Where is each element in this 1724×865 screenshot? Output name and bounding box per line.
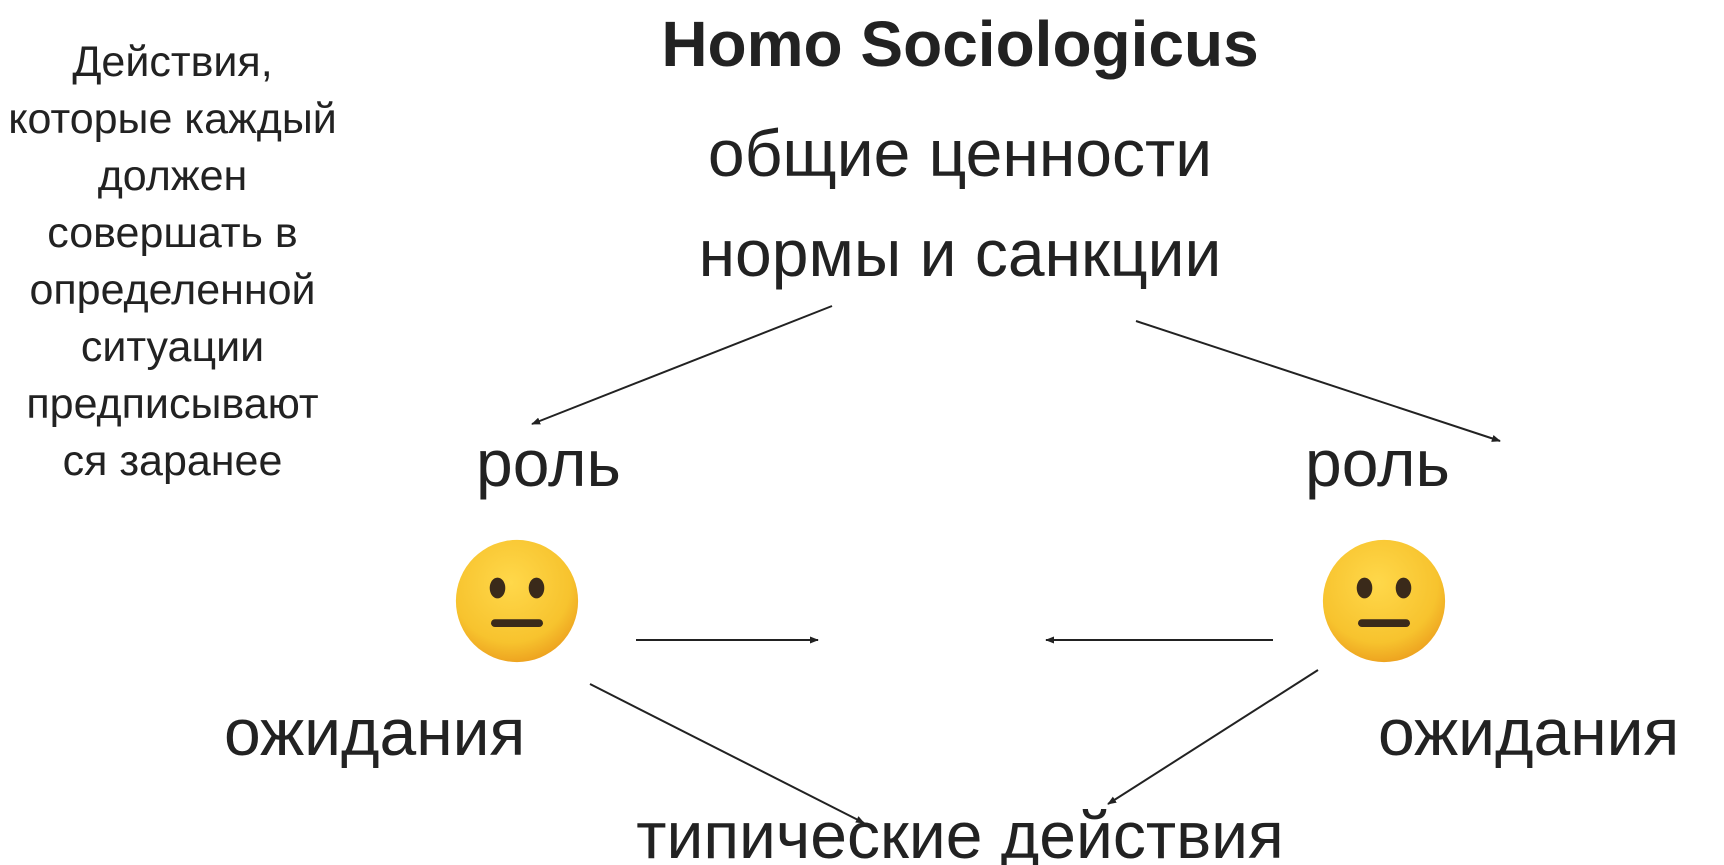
norms-and-sanctions-label: нормы и санкции <box>698 216 1222 290</box>
arrow-norms-to-left-role <box>531 305 833 425</box>
side-note-text: Действия, которые каждый должен совершат… <box>8 38 337 485</box>
typical-actions-label: типические действия <box>636 798 1284 865</box>
neutral-face-icon <box>1322 539 1446 663</box>
arrow-right-to-actions <box>1107 669 1319 805</box>
role-label-left: роль <box>476 426 621 500</box>
slide-title: Homo Sociologicus <box>661 8 1259 80</box>
role-label-right: роль <box>1305 426 1450 500</box>
shared-values-label: общие ценности <box>707 116 1213 190</box>
expectations-label-right: ожидания <box>1378 695 1680 769</box>
arrow-norms-to-right-role <box>1135 320 1501 442</box>
arrow-left-to-actions <box>589 683 865 824</box>
expectations-label-left: ожидания <box>224 695 526 769</box>
neutral-face-icon <box>455 539 579 663</box>
